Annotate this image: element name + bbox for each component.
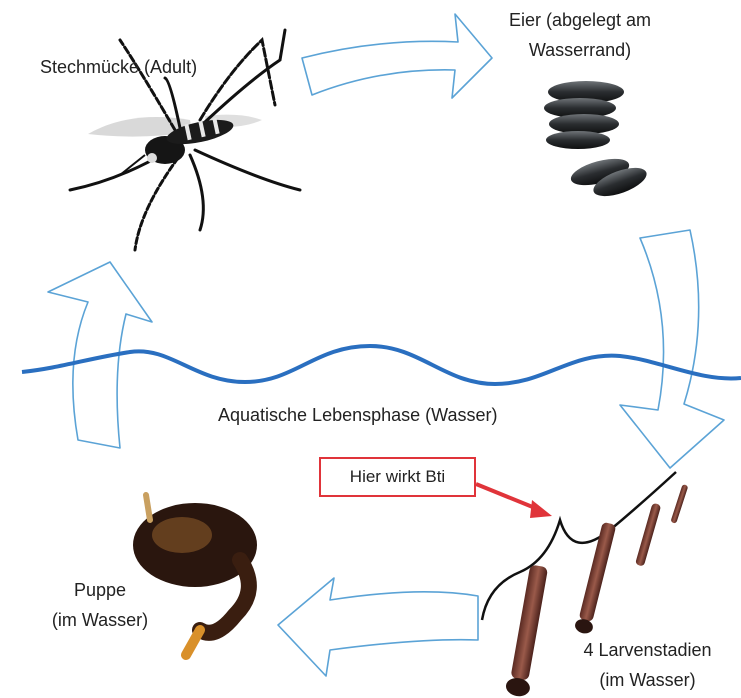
callout-pointer-arrow (476, 484, 552, 518)
label-larvae-line2: (im Wasser) (565, 665, 730, 695)
label-pupa-line1: Puppe (30, 575, 170, 605)
label-larvae: 4 Larvenstadien (im Wasser) (565, 635, 730, 695)
arrow-larvae-to-pupa (278, 578, 478, 676)
label-eggs-line2: Wasserrand) (480, 35, 680, 65)
bti-callout-box: Hier wirkt Bti (319, 457, 476, 497)
arrow-eggs-to-larvae (620, 230, 724, 468)
label-aquatic-phase: Aquatische Lebensphase (Wasser) (218, 400, 497, 430)
label-larvae-line1: 4 Larvenstadien (565, 635, 730, 665)
egg-cluster-illustration (544, 81, 650, 202)
water-surface-line (22, 346, 741, 384)
label-eggs-line1: Eier (abgelegt am (480, 5, 680, 35)
arrow-adult-to-eggs (302, 14, 492, 98)
label-eggs: Eier (abgelegt am Wasserrand) (480, 5, 680, 65)
label-pupa-line2: (im Wasser) (30, 605, 170, 635)
label-pupa: Puppe (im Wasser) (30, 575, 170, 635)
label-adult: Stechmücke (Adult) (40, 52, 197, 82)
arrow-pupa-to-adult (48, 262, 152, 448)
